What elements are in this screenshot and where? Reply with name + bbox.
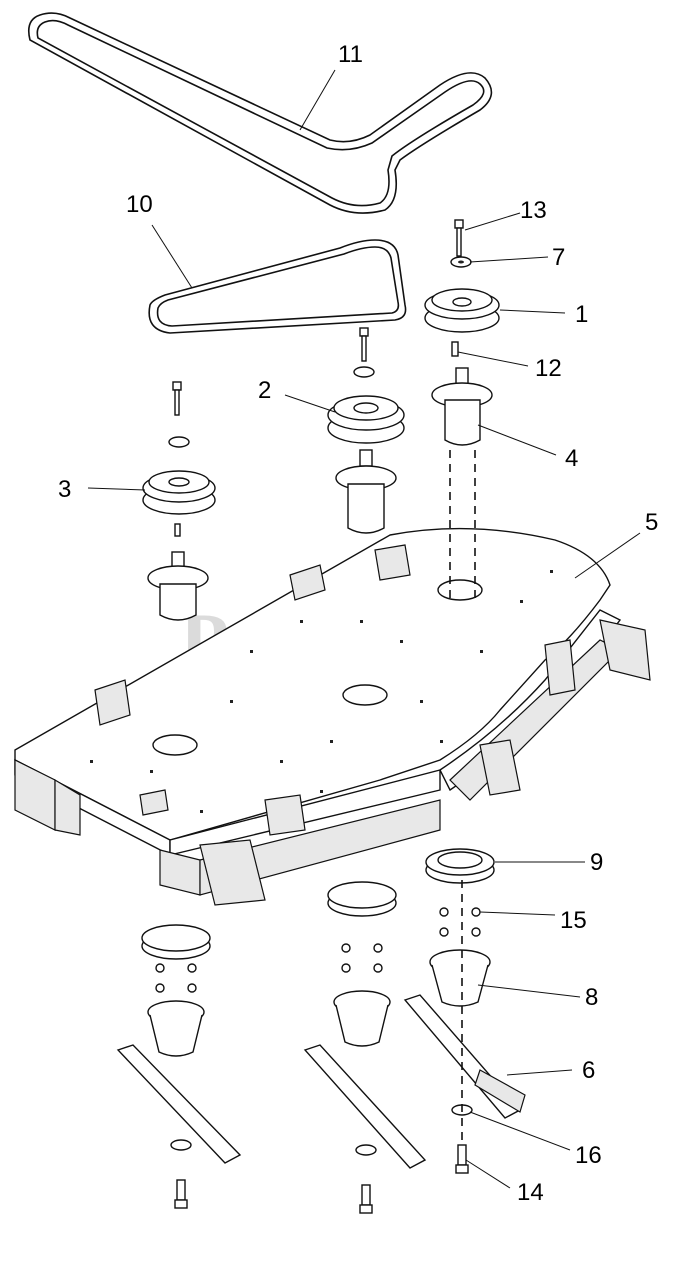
callout-13[interactable]: 13 xyxy=(520,197,547,224)
callout-4[interactable]: 4 xyxy=(565,445,578,472)
blade-middle[interactable] xyxy=(303,1044,427,1169)
bolt-left[interactable] xyxy=(172,381,182,416)
bolt-middle[interactable] xyxy=(359,327,369,362)
callout-1[interactable]: 1 xyxy=(575,301,588,328)
blade-cup-left[interactable] xyxy=(147,1000,205,1057)
bearing-housing-9[interactable] xyxy=(425,848,495,884)
washer-middle[interactable] xyxy=(353,366,375,378)
spindle-left[interactable] xyxy=(147,551,209,621)
callout-10[interactable]: 10 xyxy=(126,191,153,218)
pulley-left[interactable] xyxy=(142,470,216,515)
callout-11[interactable]: 11 xyxy=(338,41,363,68)
blade-left[interactable] xyxy=(116,1044,242,1164)
callout-9[interactable]: 9 xyxy=(590,849,603,876)
bolt-middle-bottom[interactable] xyxy=(359,1184,373,1214)
washer-middle-bottom[interactable] xyxy=(355,1144,377,1156)
belt-main[interactable] xyxy=(27,12,493,214)
bolt-14[interactable] xyxy=(455,1144,469,1174)
callout-5[interactable]: 5 xyxy=(645,509,658,536)
key-12[interactable] xyxy=(451,341,459,357)
bearing-housing-middle[interactable] xyxy=(327,881,397,917)
blade-cup-8[interactable] xyxy=(429,949,491,1007)
callout-14[interactable]: 14 xyxy=(517,1179,544,1206)
washer-left[interactable] xyxy=(168,436,190,448)
belt-secondary[interactable] xyxy=(148,239,407,334)
callout-7[interactable]: 7 xyxy=(552,244,565,271)
callout-2[interactable]: 2 xyxy=(258,377,271,404)
spindle-middle[interactable] xyxy=(335,449,397,534)
blade-6[interactable] xyxy=(403,994,526,1119)
bolt-left-bottom[interactable] xyxy=(174,1179,188,1209)
deck-housing[interactable] xyxy=(14,527,651,906)
callout-3[interactable]: 3 xyxy=(58,476,71,503)
nuts-left[interactable] xyxy=(155,963,197,993)
nuts-15[interactable] xyxy=(439,907,481,937)
callout-6[interactable]: 6 xyxy=(582,1057,595,1084)
nuts-middle[interactable] xyxy=(341,943,383,973)
bolt-13[interactable] xyxy=(454,219,464,257)
pulley-middle[interactable] xyxy=(327,395,405,444)
leader-lines xyxy=(87,69,641,1189)
callout-12[interactable]: 12 xyxy=(535,355,562,382)
callout-8[interactable]: 8 xyxy=(585,984,598,1011)
callout-15[interactable]: 15 xyxy=(560,907,587,934)
washer-7[interactable] xyxy=(450,256,472,268)
blade-cup-middle[interactable] xyxy=(333,990,391,1047)
key-left[interactable] xyxy=(174,523,181,537)
pulley-right[interactable] xyxy=(424,288,500,333)
spindle-right[interactable] xyxy=(431,367,493,600)
callout-16[interactable]: 16 xyxy=(575,1142,602,1169)
washer-left-bottom[interactable] xyxy=(170,1139,192,1151)
bearing-housing-left[interactable] xyxy=(141,924,211,960)
